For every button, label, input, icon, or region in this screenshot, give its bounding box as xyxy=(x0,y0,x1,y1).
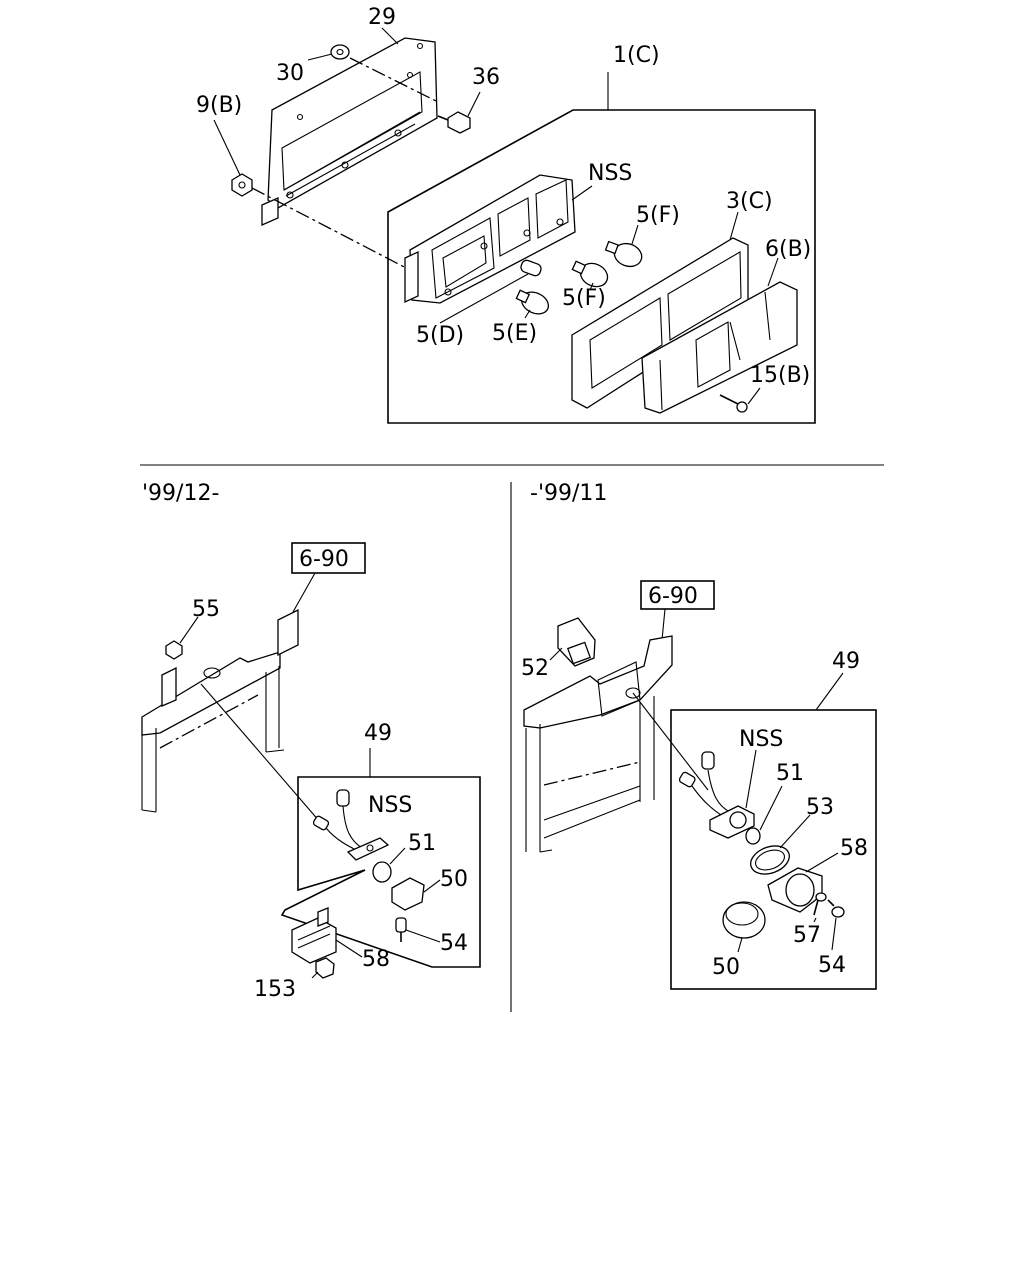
label-49-right: 49 xyxy=(832,649,860,674)
label-15b: 15(B) xyxy=(750,363,810,388)
gasket-53 xyxy=(750,845,790,875)
top-assembly: 29 30 36 9(B) 1(C) NSS 5(F) 3(C) 6(B) 5(… xyxy=(196,5,816,424)
bolt-153-left xyxy=(315,957,335,979)
label-54-right: 54 xyxy=(818,953,846,978)
left-assembly: '99/12- 6-90 xyxy=(141,481,481,1002)
lens-6b xyxy=(641,281,798,414)
label-52: 52 xyxy=(521,656,549,681)
label-53: 53 xyxy=(806,795,834,820)
bracket-58-left xyxy=(291,907,337,964)
label-57: 57 xyxy=(793,923,821,948)
label-36: 36 xyxy=(472,65,500,90)
label-153: 153 xyxy=(254,977,296,1002)
cover-50-right xyxy=(722,901,766,939)
bulb-5d xyxy=(520,259,542,277)
outline-box-49-right xyxy=(670,709,877,990)
right-assembly: -'99/11 6-90 xyxy=(521,481,877,990)
label-51-right: 51 xyxy=(776,761,804,786)
label-29: 29 xyxy=(368,5,396,30)
label-1c: 1(C) xyxy=(613,43,660,68)
label-54-left: 54 xyxy=(440,931,468,956)
socket-wire-left xyxy=(312,789,390,861)
screw-54-right xyxy=(827,899,845,918)
washer-30 xyxy=(330,44,350,60)
outline-box-49-left xyxy=(280,776,481,968)
ref-box-left-text: 6-90 xyxy=(299,547,349,572)
outline-box-1c xyxy=(387,109,816,424)
ref-box-right xyxy=(640,580,715,610)
label-nss-right: NSS xyxy=(739,727,783,752)
label-nss-top: NSS xyxy=(588,161,632,186)
bolt-36 xyxy=(437,111,471,134)
ref-box-left xyxy=(291,542,366,574)
housing-58-right xyxy=(767,867,823,913)
label-49-left: 49 xyxy=(364,721,392,746)
date-range-right: -'99/11 xyxy=(530,481,607,506)
ref-box-right-text: 6-90 xyxy=(648,584,698,609)
screw-15b xyxy=(719,394,748,413)
date-range-left: '99/12- xyxy=(142,481,219,506)
bracket-frame-left xyxy=(141,608,299,813)
bracket-frame-right xyxy=(523,635,673,853)
cover-50-left xyxy=(391,877,425,911)
label-9b: 9(B) xyxy=(196,93,242,118)
label-5f-lower: 5(F) xyxy=(562,286,606,311)
label-30: 30 xyxy=(276,61,304,86)
label-5d: 5(D) xyxy=(416,323,464,348)
label-6b: 6(B) xyxy=(765,237,811,262)
bulb-5e xyxy=(515,289,550,315)
label-3c: 3(C) xyxy=(726,189,773,214)
label-58-left: 58 xyxy=(362,947,390,972)
label-50-left: 50 xyxy=(440,867,468,892)
label-58-right: 58 xyxy=(840,836,868,861)
socket-wire-right xyxy=(678,751,755,839)
bulb-5f-lower xyxy=(571,260,609,288)
label-5f-upper: 5(F) xyxy=(636,203,680,228)
lamp-housing xyxy=(404,174,576,304)
bulb-51-right xyxy=(745,827,761,845)
washer-57 xyxy=(813,892,827,916)
nut-9b xyxy=(231,173,253,197)
bulb-51-left xyxy=(372,861,392,883)
label-51-left: 51 xyxy=(408,831,436,856)
screw-54-left xyxy=(395,917,407,942)
label-5e: 5(E) xyxy=(492,321,537,346)
label-nss-left: NSS xyxy=(368,793,412,818)
label-50-right: 50 xyxy=(712,955,740,980)
label-55: 55 xyxy=(192,597,220,622)
nut-55 xyxy=(165,640,183,660)
connector-52 xyxy=(557,617,596,667)
bulb-5f-upper xyxy=(604,240,643,268)
